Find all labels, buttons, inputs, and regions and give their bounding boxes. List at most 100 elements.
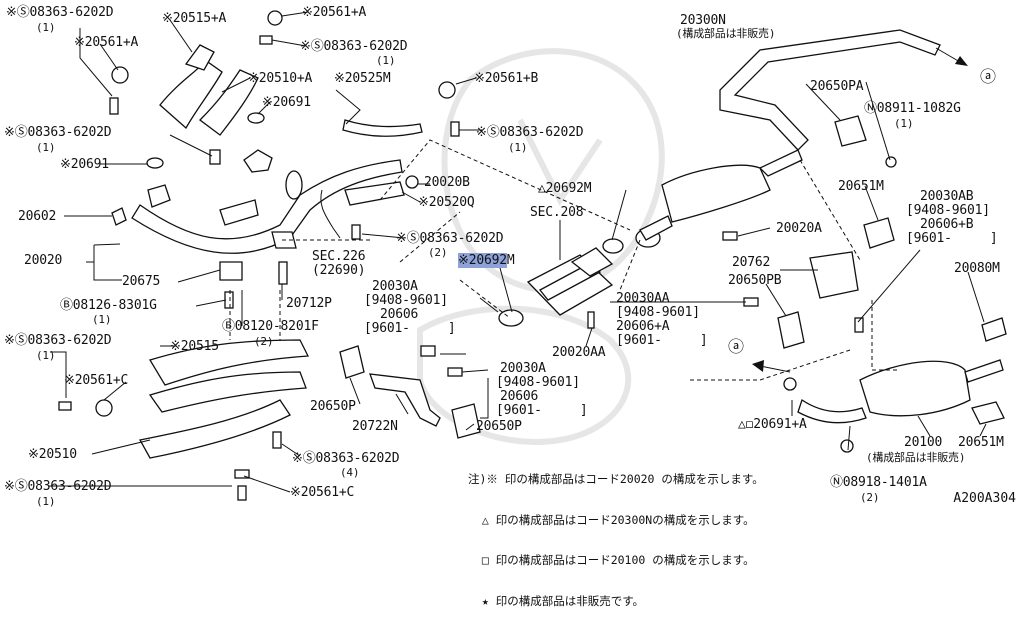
label-20020: 20020 (24, 253, 63, 268)
label-08363-6202d: ※Ⓢ08363-6202D (6, 5, 114, 20)
exhaust-parts-diagram: ※Ⓢ08363-6202D (1) ※20561+A ※20515+A ※205… (4, 5, 1016, 608)
label-20691: ※20691 (262, 95, 311, 110)
catalytic-converter (526, 247, 614, 316)
label-sec-226: SEC.226 (312, 249, 366, 264)
label-20651m-2: 20651M (958, 435, 1004, 450)
label-20561a-2: ※20561+A (302, 5, 367, 20)
label-20651m: 20651M (838, 179, 884, 194)
label-20561c: ※20561+C (64, 373, 129, 388)
dashed-guides (229, 139, 900, 381)
center-pipe (320, 119, 423, 239)
label-20080m: 20080M (954, 261, 1000, 276)
rear-muffler (797, 317, 1007, 424)
label-20030ab: 20030AB (920, 189, 974, 204)
label-20762: 20762 (732, 255, 771, 270)
suffix: M (506, 253, 515, 268)
label-08363-6202d-5: ※Ⓢ08363-6202D (396, 231, 504, 246)
label-20515a: ※20515+A (162, 11, 227, 26)
label-date-range: [9408-9601] (906, 203, 990, 218)
label-20030a: 20030A (372, 279, 418, 294)
label-20650pa: 20650PA (810, 79, 864, 94)
qty: (2) (254, 335, 274, 348)
label-20691a: △◻20691+A (738, 417, 807, 432)
diagram-drawing (48, 10, 1007, 501)
label-not-sold: (構成部品は非販売) (866, 451, 966, 464)
note-line: 注)※ 印の構成部品はコード20020 の構成を示します。 (468, 472, 764, 486)
label-date-range: [9601- ] (906, 231, 998, 246)
label-08363-6202d-2: ※Ⓢ08363-6202D (300, 39, 408, 54)
direction-arrows (752, 47, 968, 373)
note-line: ★ 印の構成部品は非販売です。 (468, 593, 645, 608)
highlighted-part-number: ※20692 (458, 253, 507, 268)
label-08363-6202d-4: ※Ⓢ08363-6202D (476, 125, 584, 140)
label-20675: 20675 (122, 274, 161, 289)
label-20020a: 20020A (776, 221, 822, 236)
lower-heat-shield (138, 339, 441, 459)
label-date-range: [9408-9601] (496, 375, 580, 390)
label-date-range: [9601- ] (496, 403, 588, 418)
label-date-range: [9601- ] (364, 321, 456, 336)
label-20020b: 20020B (424, 175, 470, 190)
label-20510: ※20510 (28, 447, 77, 462)
qty: (1) (376, 54, 396, 67)
label-20520q: ※20520Q (418, 195, 475, 210)
label-20100: 20100 (904, 435, 943, 450)
label-20650p: 20650P (310, 399, 356, 414)
label-08911-1082g: Ⓝ08911-1082G (864, 101, 961, 116)
reference-marker-a: ⓐ (728, 337, 744, 356)
label-20510a: ※20510+A (248, 71, 313, 86)
label-08363-6202d-7: ※Ⓢ08363-6202D (4, 479, 112, 494)
label-20525m: ※20525M (334, 71, 391, 86)
qty: (1) (36, 21, 56, 34)
label-22690: (22690) (312, 263, 366, 278)
label-20561a: ※20561+A (74, 35, 139, 50)
qty: (2) (428, 246, 448, 259)
qty: (2) (860, 491, 880, 504)
clamps-bolts-gaskets (58, 10, 897, 501)
qty: (4) (340, 466, 360, 479)
label-20515: ※20515 (170, 339, 219, 354)
footnotes: 注)※ 印の構成部品はコード20020 の構成を示します。 △ 印の構成部品はコ… (468, 446, 764, 622)
label-date-range: [9408-9601] (616, 305, 700, 320)
front-exhaust-pipe (131, 149, 403, 254)
label-20606b: 20606+B (920, 217, 974, 232)
label-date-range: [9601- ] (616, 333, 708, 348)
label-20650p-2: 20650P (476, 419, 522, 434)
label-20020aa: 20020AA (552, 345, 606, 360)
label-20692m-highlighted: ※20692M (458, 253, 515, 268)
figure-code: A200A304 (953, 491, 1016, 506)
qty: (1) (508, 141, 528, 154)
label-20712p: 20712P (286, 296, 332, 311)
note-line: □ 印の構成部品はコード20100 の構成を示します。 (468, 553, 755, 567)
label-20561b: ※20561+B (474, 71, 539, 86)
label-20606: 20606 (380, 307, 419, 322)
label-08363-6202d-6: ※Ⓢ08363-6202D (4, 333, 112, 348)
label-08363-6202d-8: ※Ⓢ08363-6202D (292, 451, 400, 466)
upper-heat-shield (159, 44, 259, 136)
label-20300n: 20300N (680, 13, 726, 28)
qty: (1) (36, 349, 56, 362)
label-20561c-2: ※20561+C (290, 485, 355, 500)
label-20606-2: 20606 (500, 389, 539, 404)
qty: (1) (36, 495, 56, 508)
center-muffler-pipe (639, 29, 941, 241)
label-sec-208: SEC.208 (530, 205, 584, 220)
label-not-sold: (構成部品は非販売) (676, 27, 776, 40)
qty: (1) (894, 117, 914, 130)
label-20692m: △20692M (538, 181, 592, 196)
label-20691-2: ※20691 (60, 157, 109, 172)
label-20030a-2: 20030A (500, 361, 546, 376)
label-08126-8301g: Ⓑ08126-8301G (60, 298, 157, 313)
qty: (1) (92, 313, 112, 326)
leader-lines (48, 11, 987, 493)
label-20602: 20602 (18, 209, 57, 224)
note-line: △ 印の構成部品はコード20300Nの構成を示します。 (468, 512, 755, 527)
label-20722n: 20722N (352, 419, 398, 434)
label-20030aa: 20030AA (616, 291, 670, 306)
label-08120-8201f: Ⓑ08120-8201F (222, 319, 319, 334)
rubber-hangers (339, 115, 1005, 439)
label-08918-1401a: Ⓝ08918-1401A (830, 475, 927, 490)
label-08363-6202d-3: ※Ⓢ08363-6202D (4, 125, 112, 140)
qty: (1) (36, 141, 56, 154)
label-20606a: 20606+A (616, 319, 670, 334)
